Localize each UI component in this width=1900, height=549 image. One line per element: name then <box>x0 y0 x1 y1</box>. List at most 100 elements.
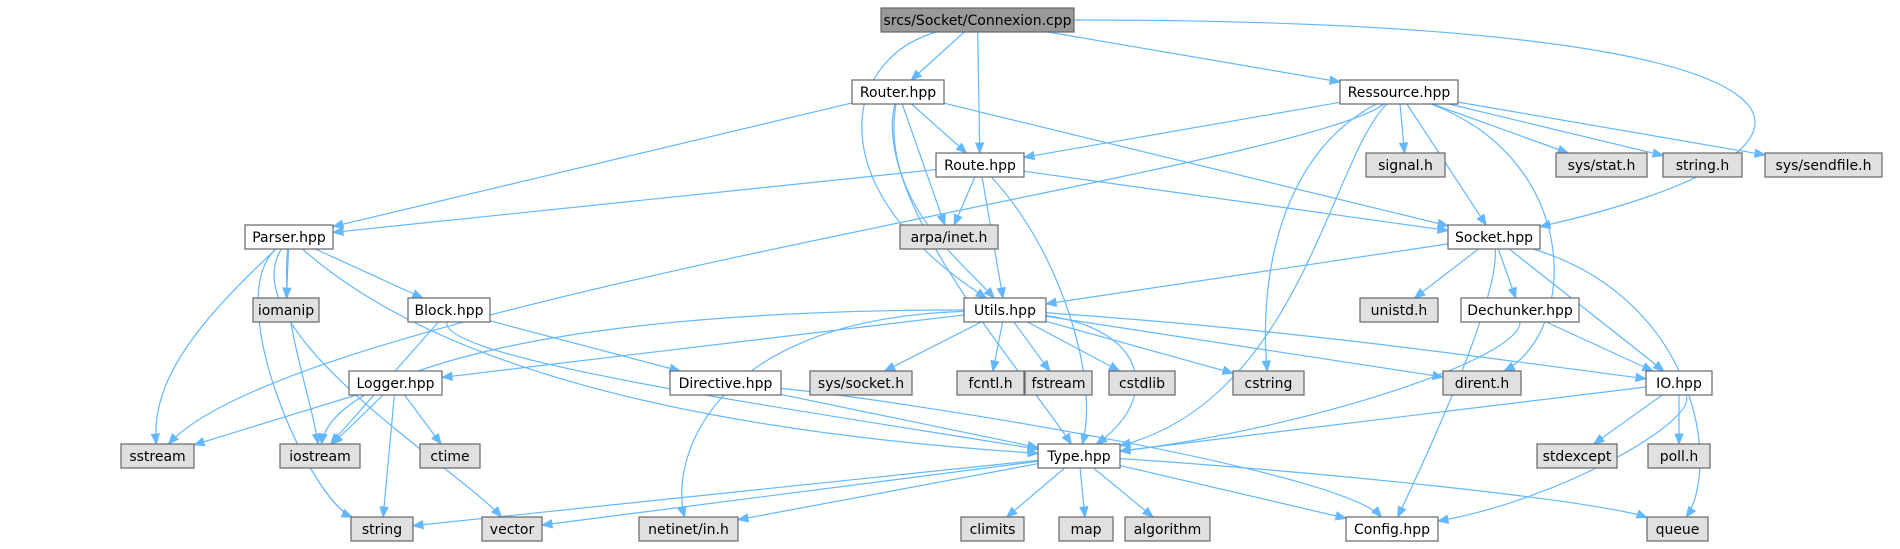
node-label-fstream: fstream <box>1032 376 1086 392</box>
edge-router-to-utils <box>893 103 996 300</box>
node-label-dirent: dirent.h <box>1455 376 1510 392</box>
node-label-directive: Directive.hpp <box>679 376 773 392</box>
edge-logger-to-string <box>379 394 395 519</box>
node-box-utils <box>963 297 1047 323</box>
node-label-pollh: poll.h <box>1660 449 1699 465</box>
edge-logger-to-ctime <box>403 394 442 446</box>
node-box-vector <box>481 516 543 542</box>
node-route[interactable]: Route.hpp <box>935 152 1025 178</box>
node-router[interactable]: Router.hpp <box>851 79 945 105</box>
edge-parser-to-type <box>302 248 1040 458</box>
node-box-string <box>350 516 414 542</box>
node-syssendfile: sys/sendfile.h <box>1764 152 1883 178</box>
edge-ressource-to-sstream <box>167 103 1385 445</box>
node-type[interactable]: Type.hpp <box>1037 443 1121 469</box>
node-signalh: signal.h <box>1365 152 1446 178</box>
node-netinet: netinet/in.h <box>638 516 739 542</box>
node-label-unistd: unistd.h <box>1371 303 1428 319</box>
node-label-netinet: netinet/in.h <box>648 522 729 538</box>
edge-type-to-string <box>411 459 1039 530</box>
edge-type-to-queue <box>1119 457 1649 519</box>
edge-ressource-to-socket <box>1406 103 1487 227</box>
edge-io-to-stdexcept <box>1592 394 1663 445</box>
edge-io-to-pollh <box>1674 395 1684 446</box>
node-socket[interactable]: Socket.hpp <box>1447 224 1541 250</box>
node-iostream: iostream <box>279 443 361 469</box>
edge-ressource-to-syssendfile <box>1457 101 1767 158</box>
node-label-sstream: sstream <box>129 449 185 465</box>
node-label-block: Block.hpp <box>415 303 484 319</box>
node-label-climits: climits <box>970 522 1016 538</box>
node-box-route <box>935 152 1025 178</box>
node-box-sysstat <box>1555 152 1648 178</box>
node-box-connexion <box>880 7 1075 33</box>
node-unistd: unistd.h <box>1359 297 1439 323</box>
node-box-netinet <box>638 516 739 542</box>
edge-utils-to-dirent <box>1045 315 1445 381</box>
edge-directive-to-type <box>780 393 1040 451</box>
edge-router-to-type <box>891 103 1072 446</box>
node-box-block <box>407 297 491 323</box>
node-box-syssendfile <box>1764 152 1883 178</box>
node-connexion[interactable]: srcs/Socket/Connexion.cpp <box>880 7 1075 33</box>
node-label-ressource: Ressource.hpp <box>1348 85 1451 101</box>
node-climits: climits <box>960 516 1025 542</box>
node-box-fstream <box>1024 370 1093 396</box>
node-block[interactable]: Block.hpp <box>407 297 491 323</box>
node-box-iostream <box>279 443 361 469</box>
edge-utils-to-fstream <box>1013 321 1051 373</box>
node-io[interactable]: IO.hpp <box>1645 370 1713 396</box>
edge-type-to-map <box>1079 467 1089 519</box>
node-label-connexion: srcs/Socket/Connexion.cpp <box>883 13 1071 29</box>
edge-route-to-arpainet <box>953 176 976 227</box>
node-box-io <box>1645 370 1713 396</box>
node-box-stdexcept <box>1536 443 1618 469</box>
node-label-route: Route.hpp <box>944 158 1016 174</box>
node-label-cstdlib: cstdlib <box>1119 376 1165 392</box>
edge-socket-to-dechunker <box>1497 248 1517 300</box>
edge-route-to-socket <box>1023 170 1450 234</box>
node-box-directive <box>669 370 782 396</box>
node-label-syssocket: sys/socket.h <box>818 376 904 392</box>
edge-io-to-type <box>1118 386 1647 455</box>
node-box-unistd <box>1359 297 1439 323</box>
edge-dechunker-to-io <box>1545 321 1655 372</box>
node-fcntl: fcntl.h <box>956 370 1025 396</box>
node-string: string <box>350 516 414 542</box>
edge-block-to-directive <box>489 320 682 373</box>
node-stringh: string.h <box>1662 152 1743 178</box>
node-label-fcntl: fcntl.h <box>968 376 1012 392</box>
edge-connexion-to-route <box>974 31 985 155</box>
node-config[interactable]: Config.hpp <box>1345 516 1439 542</box>
node-box-map <box>1058 516 1114 542</box>
node-label-sysstat: sys/stat.h <box>1568 158 1636 174</box>
node-utils[interactable]: Utils.hpp <box>963 297 1047 323</box>
node-cstdlib: cstdlib <box>1108 370 1176 396</box>
edge-ressource-to-dirent <box>1430 103 1555 372</box>
edge-type-to-algorithm <box>1093 467 1154 518</box>
node-parser[interactable]: Parser.hpp <box>244 224 334 250</box>
edge-directive-to-config <box>780 387 1383 519</box>
node-box-pollh <box>1647 443 1711 469</box>
edge-ressource-to-route <box>1022 101 1341 161</box>
node-ressource[interactable]: Ressource.hpp <box>1339 79 1459 105</box>
edge-connexion-to-ressource <box>1047 31 1342 85</box>
node-label-arpainet: arpa/inet.h <box>911 230 988 246</box>
node-logger[interactable]: Logger.hpp <box>348 370 443 396</box>
node-box-syssocket <box>809 370 913 396</box>
node-box-config <box>1345 516 1439 542</box>
node-label-parser: Parser.hpp <box>252 230 326 246</box>
edge-router-to-route <box>911 103 968 154</box>
node-box-logger <box>348 370 443 396</box>
node-box-arpainet <box>899 224 999 250</box>
edge-route-to-parser <box>331 168 937 237</box>
edge-utils-to-logger <box>440 314 965 381</box>
edge-utils-to-fcntl <box>990 321 1004 373</box>
node-box-queue <box>1646 516 1709 542</box>
node-arpainet: arpa/inet.h <box>899 224 999 250</box>
edge-router-to-socket <box>943 102 1450 228</box>
edge-parser-to-string <box>257 248 354 518</box>
node-directive[interactable]: Directive.hpp <box>669 370 782 396</box>
node-dechunker[interactable]: Dechunker.hpp <box>1460 297 1580 323</box>
